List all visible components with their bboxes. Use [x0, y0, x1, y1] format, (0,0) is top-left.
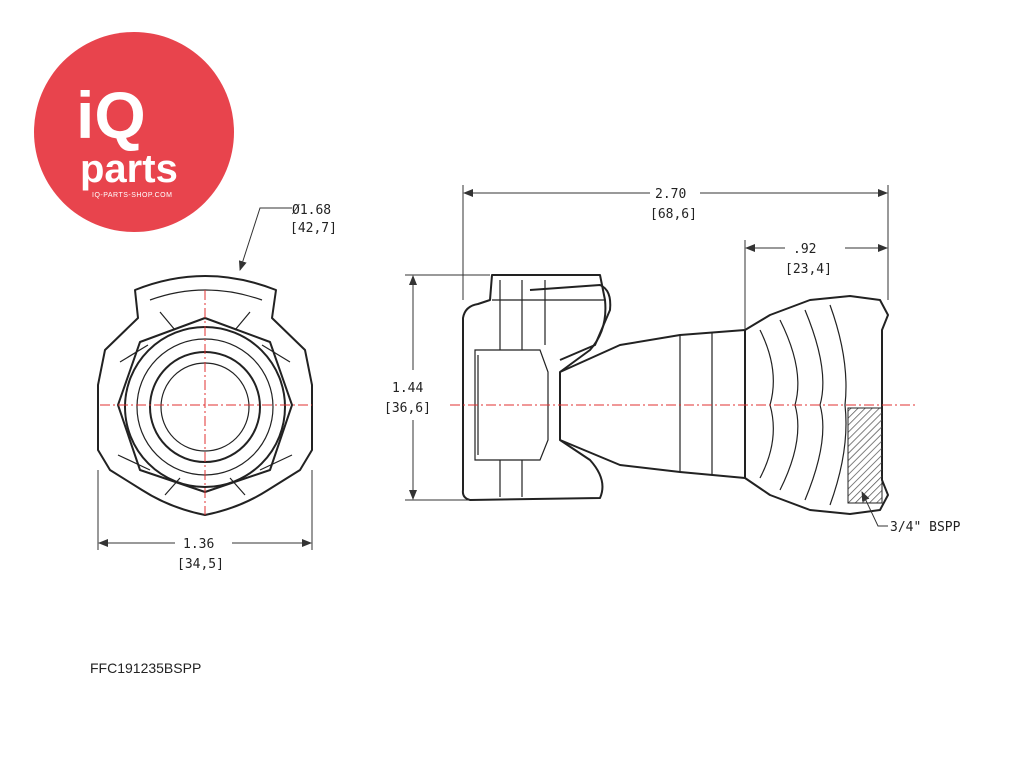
front-grip-outline — [97, 275, 313, 516]
side-thread-len-mm: [23,4] — [785, 262, 832, 277]
side-view: 2.70 [68,6] .92 [23,4] 1.44 [36,6] 3/4" … — [384, 185, 961, 535]
logo-circle — [34, 32, 234, 232]
part-code: FFC191235BSPP — [90, 660, 202, 676]
side-thread-callout: 3/4" BSPP — [890, 520, 961, 535]
logo-brand-iq: iQ — [76, 78, 146, 152]
side-coupling-detail — [474, 280, 605, 497]
front-diameter-leader — [238, 207, 292, 271]
side-thread-leader — [861, 491, 888, 527]
front-width-mm: [34,5] — [177, 557, 224, 572]
side-coupling-body — [461, 274, 607, 501]
side-length-mm: [68,6] — [650, 207, 697, 222]
logo-brand-parts: parts — [80, 147, 178, 191]
side-latch-button — [529, 284, 612, 361]
front-view: Ø1.68 [42,7] 1.36 [34,5] — [97, 203, 337, 572]
side-thread-len-label: .92 — [793, 242, 816, 257]
brand-logo: iQ parts IQ-PARTS-SHOP.COM — [34, 32, 234, 232]
front-diameter-mm: [42,7] — [290, 221, 337, 236]
side-length-label: 2.70 — [655, 187, 686, 202]
logo-url: IQ-PARTS-SHOP.COM — [92, 192, 172, 199]
front-diameter-label: Ø1.68 — [292, 203, 331, 218]
side-height-label: 1.44 — [392, 381, 423, 396]
front-grip-ridge — [117, 289, 293, 496]
side-height-mm: [36,6] — [384, 401, 431, 416]
side-thread-section — [847, 407, 883, 504]
front-width-label: 1.36 — [183, 537, 214, 552]
